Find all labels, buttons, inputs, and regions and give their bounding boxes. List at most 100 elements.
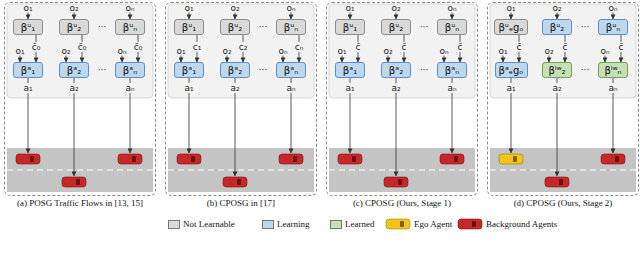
box-label: βᵃ₁: [182, 65, 196, 76]
policy-box: βᵃ₁: [335, 62, 365, 78]
box-label: βᵘ₂: [550, 22, 564, 33]
observation-label: o₁: [344, 3, 355, 13]
observation-label: oₙ: [607, 3, 618, 13]
observation-label: o₂: [390, 3, 401, 13]
legend-ego-car: [386, 219, 410, 229]
policy-box: βᵘₑgₒ: [494, 19, 528, 35]
action-label: aₙ: [124, 83, 135, 93]
policy-panel: (b) CPOSG in [17]βᵘ₁βᵘ₂βᵘₙβᵃ₁βᵃ₂βᵃₙ: [165, 2, 317, 196]
box-label: βᵘₙ: [445, 22, 459, 33]
legend-item: Learned: [330, 218, 374, 230]
observation-label: o₁: [336, 46, 347, 56]
legend-swatch: [262, 220, 274, 229]
observation-label: o₁: [497, 46, 508, 56]
policy-box: βᵃ₂: [381, 62, 411, 78]
action-label: a₁: [183, 83, 194, 93]
policy-box: βᵘ₁: [13, 19, 43, 35]
legend-item: Background Agents: [486, 218, 557, 230]
action-label: a₁: [505, 83, 516, 93]
policy-box: βᵃₙ: [276, 62, 306, 78]
box-label: βᵃₙ: [123, 65, 137, 76]
signal-label: c̄: [562, 42, 569, 52]
policy-panel: (a) POSG Traffic Flows in [13, 15]βᵘ₁βᵘ₂…: [4, 2, 156, 196]
policy-box: βᵘₙ: [598, 19, 628, 35]
signal-label: c̄₀: [77, 42, 88, 52]
panel-caption: (c) CPOSG (Ours, Stage 1): [353, 198, 451, 208]
background-car: [338, 154, 362, 164]
observation-label: o₁: [22, 3, 33, 13]
policy-box: βᵃₙ: [437, 62, 467, 78]
policy-box: βˡʷₙ: [598, 62, 628, 78]
policy-box: βᵃₑgₒ: [495, 62, 528, 78]
action-label: aₙ: [285, 83, 296, 93]
policy-box: βᵘ₂: [59, 19, 89, 35]
legend-label: Learning: [277, 219, 309, 229]
signal-label: c̄: [457, 42, 464, 52]
signal-label: c̄: [401, 42, 408, 52]
legend-swatch: [330, 220, 342, 229]
ellipsis: ···: [419, 65, 430, 75]
action-label: aₙ: [446, 83, 457, 93]
box-label: βᵃₙ: [445, 65, 459, 76]
policy-panel: (d) CPOSG (Ours, Stage 2)βᵘₑgₒβᵘ₂βᵘₙβᵃₑg…: [487, 2, 639, 196]
policy-box: βᵃ₁: [13, 62, 43, 78]
legend-label: Background Agents: [486, 219, 557, 229]
legend-background-car: [458, 219, 482, 229]
policy-box: βᵃₙ: [115, 62, 145, 78]
observation-label: o₂: [221, 46, 232, 56]
ego-car: [499, 154, 523, 164]
observation-label: o₂: [382, 46, 393, 56]
policy-box: βᵘₙ: [437, 19, 467, 35]
observation-label: o₁: [175, 46, 186, 56]
action-label: a₂: [390, 83, 401, 93]
panel-caption: (d) CPOSG (Ours, Stage 2): [514, 198, 613, 208]
signal-label: c̄: [618, 42, 625, 52]
policy-box: βᵘₙ: [115, 19, 145, 35]
action-label: a₂: [229, 83, 240, 93]
observation-label: o₂: [68, 3, 79, 13]
policy-box: βᵘ₁: [335, 19, 365, 35]
legend-label: Learned: [345, 219, 374, 229]
policy-box: βᵃ₂: [220, 62, 250, 78]
ellipsis: ···: [258, 22, 269, 32]
box-label: βᵘ₂: [228, 22, 242, 33]
policy-box: βᵘ₂: [542, 19, 572, 35]
observation-label: oₙ: [285, 3, 296, 13]
box-label: βᵃ₁: [21, 65, 35, 76]
action-label: a₂: [551, 83, 562, 93]
signal-label: c̄₀: [31, 42, 42, 52]
panel-caption: (b) CPOSG in [17]: [207, 198, 275, 208]
observation-label: o₂: [229, 3, 240, 13]
observation-label: o₁: [14, 46, 25, 56]
signal-label: c̄: [516, 42, 523, 52]
policy-box: βᵘ₂: [381, 19, 411, 35]
observation-label: oₙ: [116, 46, 127, 56]
legend-item: Learning: [262, 218, 309, 230]
panel-illustration: [168, 4, 314, 192]
box-label: βᵃ₂: [228, 65, 242, 76]
action-label: aₙ: [607, 83, 618, 93]
box-label: βᵘₙ: [123, 22, 137, 33]
signal-label: c̄₀: [133, 42, 144, 52]
box-label: βᵃ₂: [67, 65, 81, 76]
policy-box: βᵘₙ: [276, 19, 306, 35]
box-label: βᵘₙ: [284, 22, 298, 33]
action-label: a₁: [344, 83, 355, 93]
ellipsis: ···: [258, 65, 269, 75]
signal-label: c₁: [192, 42, 203, 52]
policy-box: βᵃ₁: [174, 62, 204, 78]
action-label: a₁: [22, 83, 33, 93]
signal-label: c₂: [238, 42, 249, 52]
policy-box: βᵃ₂: [59, 62, 89, 78]
legend-label: Ego Agent: [414, 219, 452, 229]
observation-label: o₁: [505, 3, 516, 13]
policy-box: βᵘ₁: [174, 19, 204, 35]
legend-swatch: [168, 220, 180, 229]
observation-label: o₁: [183, 3, 194, 13]
box-label: βᵘₙ: [606, 22, 620, 33]
panel-caption: (a) POSG Traffic Flows in [13, 15]: [17, 198, 143, 208]
box-label: βᵘₑgₒ: [498, 22, 523, 33]
observation-label: o₂: [543, 46, 554, 56]
